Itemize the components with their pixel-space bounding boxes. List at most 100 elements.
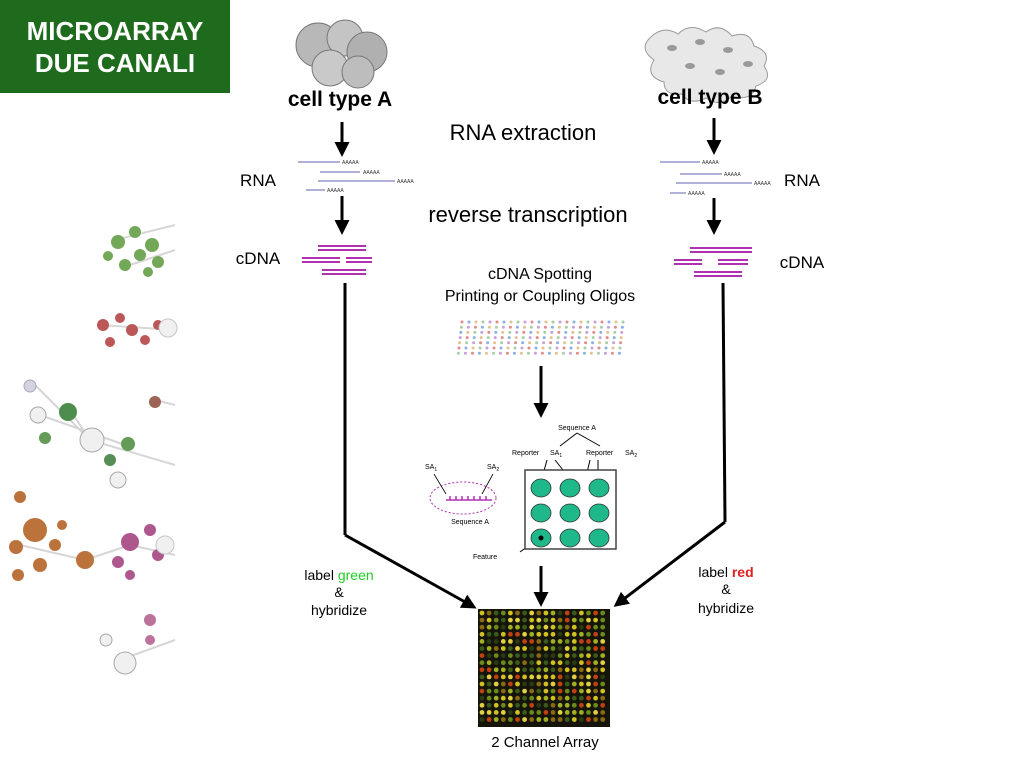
array-spot	[493, 717, 499, 722]
array-spot	[564, 695, 570, 701]
printed-spot	[621, 320, 625, 324]
array-spot	[579, 639, 584, 644]
rna-extraction-label: RNA extraction	[450, 120, 597, 145]
array-spot	[536, 653, 542, 658]
sa2-label-left: SA2	[487, 464, 499, 473]
array-spot	[486, 717, 492, 722]
array-spot	[493, 646, 499, 651]
polya-tail: AAAAA	[363, 170, 380, 176]
printed-spot	[571, 325, 575, 329]
printed-spot	[579, 320, 583, 324]
array-spot	[600, 710, 606, 715]
array-spot	[500, 681, 506, 687]
printed-spot	[484, 351, 488, 355]
printed-spot	[592, 325, 596, 329]
printed-spot	[528, 336, 532, 340]
array-spot	[500, 710, 506, 715]
printed-spot	[500, 341, 504, 345]
printed-spot	[508, 330, 512, 334]
array-spot	[579, 617, 584, 623]
printed-spot	[514, 341, 518, 345]
array-spot	[529, 667, 535, 673]
array-spot	[486, 646, 492, 651]
array-spot	[515, 695, 520, 701]
printed-spot	[470, 351, 474, 355]
printed-spot	[457, 346, 461, 350]
label-word: label	[698, 564, 728, 580]
array-spot	[550, 639, 556, 644]
polya-tail: AAAAA	[724, 172, 741, 178]
array-spot	[593, 695, 598, 701]
printed-spot	[521, 336, 525, 340]
polya-tail: AAAAA	[754, 181, 771, 187]
printed-spot	[582, 351, 586, 355]
printed-spot	[540, 351, 544, 355]
printed-spot	[606, 330, 610, 334]
array-feature-spot	[588, 503, 610, 523]
array-feature-spot	[559, 478, 581, 498]
array-spot	[550, 674, 556, 680]
array-spot	[564, 653, 570, 658]
printed-spot	[577, 336, 581, 340]
array-spot	[529, 695, 535, 701]
array-spot	[571, 653, 577, 658]
array-spot	[557, 639, 563, 644]
array-spot	[543, 674, 549, 680]
printed-spot	[481, 320, 485, 324]
printed-spot	[554, 351, 558, 355]
polya-tail: AAAAA	[688, 191, 705, 197]
printed-spot	[474, 320, 478, 324]
printed-spot	[514, 336, 518, 340]
array-spot	[486, 674, 492, 680]
polya-tail: AAAAA	[702, 160, 719, 166]
array-spot	[579, 610, 584, 616]
array-spot	[579, 681, 584, 687]
array-spot	[536, 631, 542, 637]
array-spot	[500, 639, 506, 644]
array-spot	[500, 624, 506, 630]
printed-spot	[619, 341, 623, 345]
printed-spot	[537, 320, 541, 324]
printed-spot	[598, 341, 602, 345]
array-spot	[493, 667, 499, 673]
printed-spot	[527, 346, 531, 350]
array-spot	[508, 610, 513, 616]
array-spot	[571, 617, 577, 623]
slide-title-box: MICROARRAY DUE CANALI	[0, 0, 230, 93]
array-spot	[557, 653, 563, 658]
array-spot	[564, 702, 570, 708]
array-spot	[479, 695, 485, 701]
array-spot	[515, 610, 520, 616]
printed-spot	[564, 325, 568, 329]
printed-spot	[494, 325, 498, 329]
array-spot	[486, 610, 492, 616]
array-spot	[500, 688, 506, 694]
ampersand-right: &	[721, 581, 731, 597]
array-spot	[557, 667, 563, 673]
array-spot	[508, 688, 513, 694]
array-spot	[500, 660, 506, 666]
array-spot	[515, 617, 520, 623]
printed-spot	[614, 320, 618, 324]
array-spot	[593, 702, 598, 708]
array-spot	[515, 674, 520, 680]
printed-spot	[507, 336, 511, 340]
printed-spot	[620, 330, 624, 334]
array-spot	[508, 631, 513, 637]
printed-spot	[575, 351, 579, 355]
two-channel-array-spots	[479, 610, 606, 722]
printed-spot	[466, 330, 470, 334]
array-feature-spot	[588, 528, 610, 548]
array-spot	[522, 660, 527, 666]
array-spot	[543, 681, 549, 687]
array-spot	[479, 681, 485, 687]
array-spot	[536, 624, 542, 630]
array-spot	[500, 695, 506, 701]
printed-spot	[460, 320, 464, 324]
array-spot	[550, 624, 556, 630]
array-spot	[529, 717, 535, 722]
array-spot	[543, 639, 549, 644]
array-spot	[586, 667, 591, 673]
array-spot	[571, 688, 577, 694]
array-spot	[543, 660, 549, 666]
